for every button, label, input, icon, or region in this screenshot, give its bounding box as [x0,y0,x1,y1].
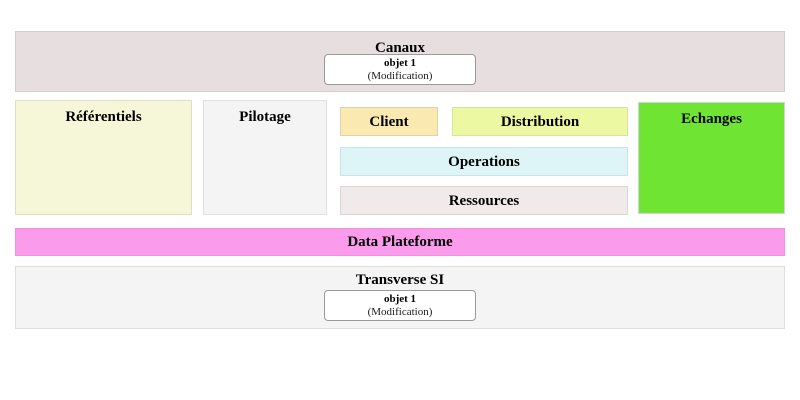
canaux-object-title: objet 1 [383,56,417,69]
zone-data-plateforme: Data Plateforme [15,228,785,256]
zone-operations: Operations [340,147,628,176]
canaux-object-card[interactable]: objet 1 (Modification) [324,54,476,85]
canaux-object-subtitle: (Modification) [367,69,433,82]
zone-distribution: Distribution [452,107,628,136]
transverse-object-card[interactable]: objet 1 (Modification) [324,290,476,321]
zone-ressources: Ressources [340,186,628,215]
zone-canaux-title: Canaux [374,40,426,56]
zone-pilotage-title: Pilotage [239,109,291,125]
zone-referentiels: Référentiels [15,100,192,215]
zone-echanges-title: Echanges [681,111,742,127]
zone-data-plateforme-title: Data Plateforme [347,234,453,250]
zone-transverse-si: Transverse SI objet 1 (Modification) [15,266,785,329]
zone-transverse-si-title: Transverse SI [355,272,445,288]
zone-referentiels-title: Référentiels [65,109,142,125]
zone-ressources-title: Ressources [448,192,520,209]
zone-client: Client [340,107,438,136]
zone-client-title: Client [369,113,409,130]
transverse-object-subtitle: (Modification) [367,305,433,318]
zone-pilotage: Pilotage [203,100,327,215]
zone-canaux: Canaux objet 1 (Modification) [15,31,785,92]
zone-operations-title: Operations [448,153,520,170]
zone-distribution-title: Distribution [500,113,580,130]
transverse-object-title: objet 1 [383,292,417,305]
zone-echanges: Echanges [638,102,785,214]
